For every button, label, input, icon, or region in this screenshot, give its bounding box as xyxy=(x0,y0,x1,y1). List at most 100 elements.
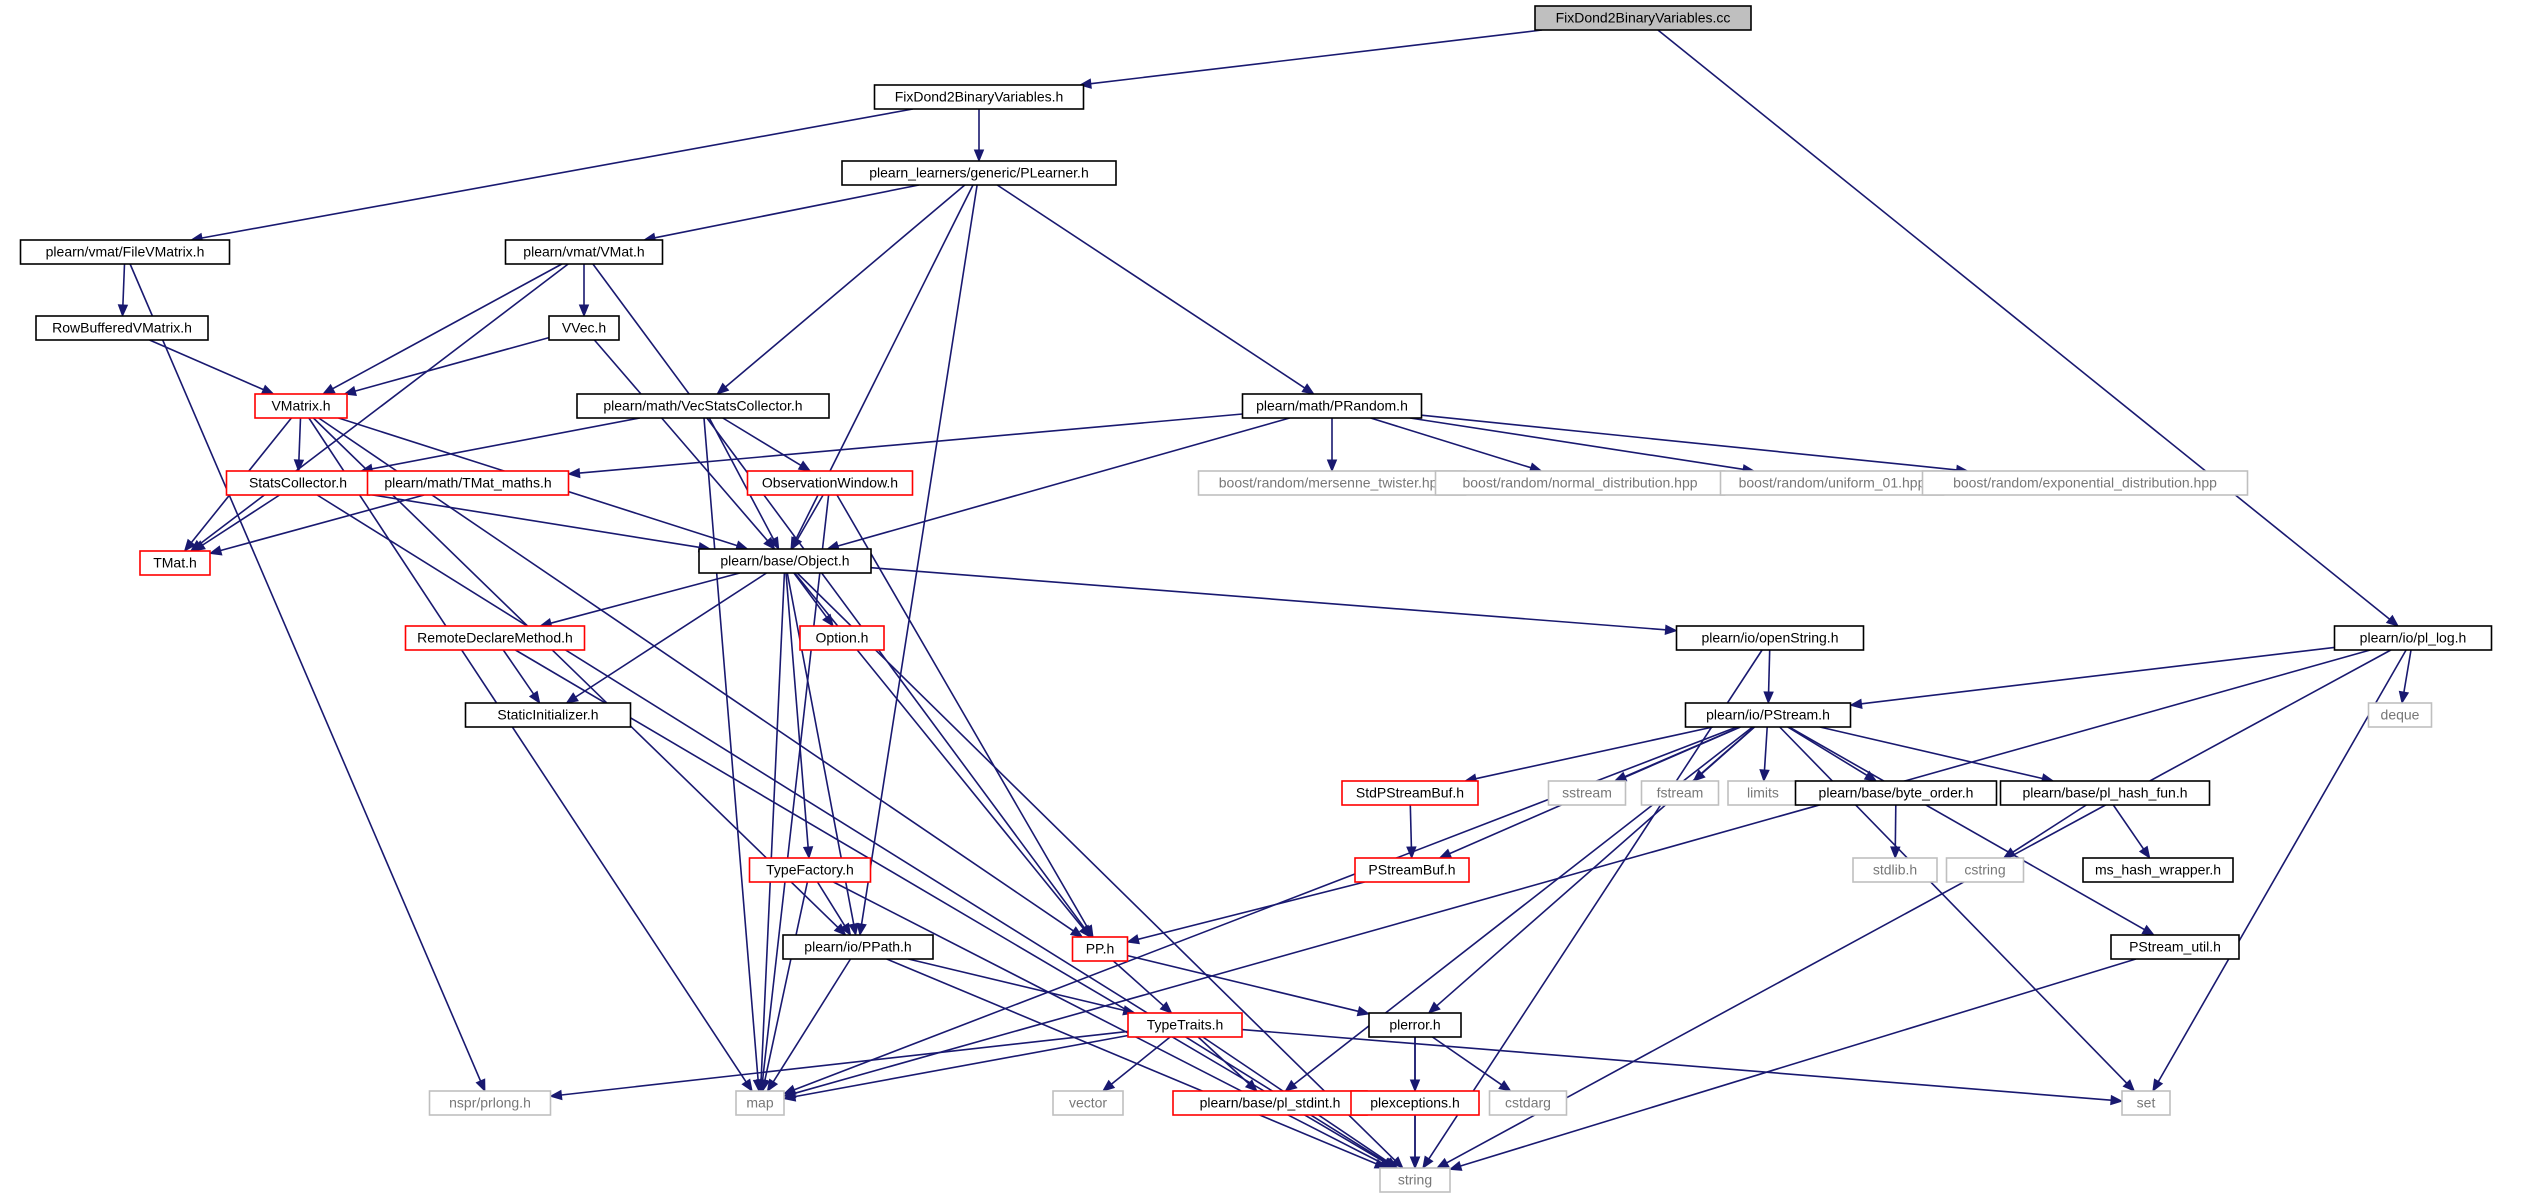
node-plearn-math-vecstatscollector-h[interactable]: plearn/math/VecStatsCollector.h xyxy=(576,393,830,419)
node-box xyxy=(1547,780,1627,806)
edge-arrowhead xyxy=(759,1078,771,1093)
edge-arrowhead xyxy=(1244,1079,1258,1092)
node-observationwindow-h[interactable]: ObservationWindow.h xyxy=(746,470,914,496)
edge-arrowhead xyxy=(1326,459,1338,473)
node-plearn-io-pl-log-h[interactable]: plearn/io/pl_log.h xyxy=(2333,625,2493,651)
edge-line xyxy=(318,417,1074,932)
node-boost-random-normal-distribution-hpp: boost/random/normal_distribution.hpp xyxy=(1434,470,1726,496)
node-pstreambuf-h[interactable]: PStreamBuf.h xyxy=(1354,857,1470,883)
edge-line xyxy=(308,417,747,1083)
edge-line xyxy=(2157,649,2407,1082)
node-fixdond2binaryvariables-cc[interactable]: FixDond2BinaryVariables.cc xyxy=(1534,5,1752,31)
edge-line xyxy=(129,263,482,1082)
edge-line xyxy=(860,184,978,925)
node-ms-hash-wrapper-h[interactable]: ms_hash_wrapper.h xyxy=(2082,857,2234,883)
node-plearn-io-ppath-h[interactable]: plearn/io/PPath.h xyxy=(782,934,934,960)
node-typetraits-h[interactable]: TypeTraits.h xyxy=(1127,1012,1243,1038)
node-label: StatsCollector.h xyxy=(249,475,347,491)
edge-line xyxy=(1446,649,2392,1164)
node-vvec-h[interactable]: VVec.h xyxy=(548,315,620,341)
node-plearn-base-object-h[interactable]: plearn/base/Object.h xyxy=(698,548,872,574)
edge-n9-to-n13 xyxy=(1326,418,1338,473)
node-box xyxy=(1197,470,1467,496)
edge-n7-to-n10 xyxy=(293,417,305,473)
edge-line xyxy=(1409,417,1744,471)
node-cstring: cstring xyxy=(1945,857,2025,883)
node-label: boost/random/uniform_01.hpp xyxy=(1739,475,1926,491)
edge-line xyxy=(201,108,914,239)
node-tmat-h[interactable]: TMat.h xyxy=(139,550,211,576)
edge-arrowhead xyxy=(1427,1001,1441,1014)
edge-arrowhead xyxy=(1438,848,1453,859)
node-plearn-io-openstring-h[interactable]: plearn/io/openString.h xyxy=(1675,625,1865,651)
node-plexceptions-h[interactable]: plexceptions.h xyxy=(1350,1090,1480,1116)
edge-line xyxy=(1788,726,2145,931)
node-box xyxy=(1727,780,1799,806)
edge-arrowhead xyxy=(840,922,852,937)
edge-line xyxy=(1409,804,1413,848)
node-box xyxy=(254,393,348,419)
node-label: plearn/io/PPath.h xyxy=(804,939,911,955)
node-pstream-util-h[interactable]: PStream_util.h xyxy=(2110,934,2240,960)
edge-line xyxy=(1763,726,1768,771)
edge-n19-to-n23 xyxy=(502,649,541,705)
node-typefactory-h[interactable]: TypeFactory.h xyxy=(748,857,872,883)
edge-arrowhead xyxy=(1409,1156,1421,1170)
edge-arrowhead xyxy=(475,1078,486,1093)
node-label: PP.h xyxy=(1086,941,1115,957)
node-plearn-math-tmat-maths-h[interactable]: plearn/math/TMat_maths.h xyxy=(366,470,570,496)
node-label: FixDond2BinaryVariables.cc xyxy=(1556,10,1731,26)
node-box xyxy=(698,548,872,574)
node-box xyxy=(2082,857,2234,883)
node-plearn-base-pl-stdint-h[interactable]: plearn/base/pl_stdint.h xyxy=(1172,1090,1368,1116)
edge-arrowhead xyxy=(1356,1006,1371,1017)
node-label: cstring xyxy=(1964,862,2005,878)
node-label: TypeTraits.h xyxy=(1147,1017,1224,1033)
node-staticinitializer-h[interactable]: StaticInitializer.h xyxy=(464,702,632,728)
node-plerror-h[interactable]: plerror.h xyxy=(1368,1012,1462,1038)
edge-n24-to-n31 xyxy=(1819,726,2055,784)
edge-n18-to-n49 xyxy=(796,572,1404,1169)
node-fixdond2binaryvariables-h[interactable]: FixDond2BinaryVariables.h xyxy=(873,84,1085,110)
node-box xyxy=(2121,1090,2171,1116)
node-stdpstreambuf-h[interactable]: StdPStreamBuf.h xyxy=(1341,780,1479,806)
node-plearn-math-prandom-h[interactable]: plearn/math/PRandom.h xyxy=(1241,393,1423,419)
node-option-h[interactable]: Option.h xyxy=(799,625,885,651)
edge-n21-to-n49 xyxy=(1422,649,1763,1170)
node-statscollector-h[interactable]: StatsCollector.h xyxy=(225,470,371,496)
node-rowbufferedvmatrix-h[interactable]: RowBufferedVMatrix.h xyxy=(35,315,209,341)
node-plearn-vmat-vmat-h[interactable]: plearn/vmat/VMat.h xyxy=(504,239,664,265)
edge-line xyxy=(1138,881,1365,941)
node-label: plearn/base/pl_stdint.h xyxy=(1200,1095,1341,1111)
edge-arrowhead xyxy=(549,1089,563,1101)
edge-arrowhead xyxy=(567,467,581,479)
node-plearn-base-byte-order-h[interactable]: plearn/base/byte_order.h xyxy=(1794,780,1998,806)
node-plearn-io-pstream-h[interactable]: plearn/io/PStream.h xyxy=(1684,702,1852,728)
node-remotedeclaremethod-h[interactable]: RemoteDeclareMethod.h xyxy=(404,625,586,651)
edge-line xyxy=(785,572,809,848)
edge-line xyxy=(772,958,852,1083)
edge-arrowhead xyxy=(1498,1080,1512,1092)
node-plearn-learners-generic-plearner-h[interactable]: plearn_learners/generic/PLearner.h xyxy=(841,160,1117,186)
edge-arrowhead xyxy=(791,536,803,551)
edge-line xyxy=(592,263,1086,929)
edge-line xyxy=(836,494,1089,928)
node-label: ms_hash_wrapper.h xyxy=(2095,862,2221,878)
node-vmatrix-h[interactable]: VMatrix.h xyxy=(254,393,348,419)
edge-line xyxy=(579,413,1243,474)
node-box xyxy=(1172,1090,1368,1116)
node-boost-random-mersenne-twister-hpp: boost/random/mersenne_twister.hpp xyxy=(1197,470,1467,496)
edge-n2-to-n9 xyxy=(996,184,1315,395)
node-pp-h[interactable]: PP.h xyxy=(1071,936,1129,962)
node-plearn-base-pl-hash-fun-h[interactable]: plearn/base/pl_hash_fun.h xyxy=(1999,780,2211,806)
edge-n24-to-n39 xyxy=(1788,726,2156,936)
node-label: plexceptions.h xyxy=(1370,1095,1460,1111)
edge-line xyxy=(1241,1028,2112,1101)
node-label: string xyxy=(1398,1172,1432,1188)
edge-arrowhead xyxy=(192,540,206,552)
node-plearn-vmat-filevmatrix-h[interactable]: plearn/vmat/FileVMatrix.h xyxy=(19,239,231,265)
edge-n24-to-n41 xyxy=(1427,726,1755,1014)
edge-line xyxy=(2012,804,2087,853)
edge-line xyxy=(1127,954,1359,1013)
node-label: VVec.h xyxy=(562,320,606,336)
